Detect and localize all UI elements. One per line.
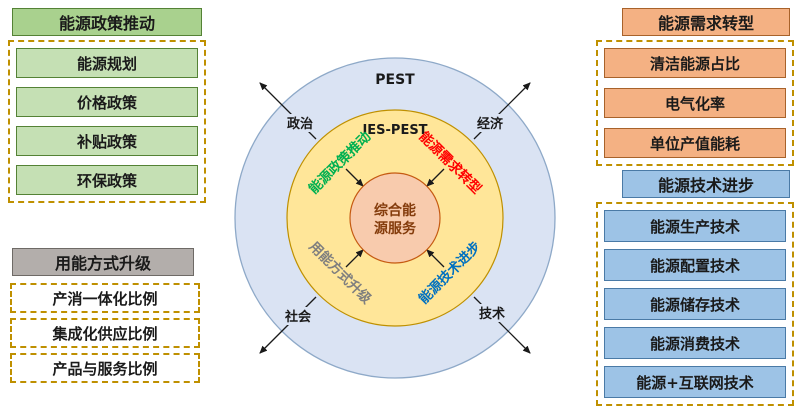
politics-label-bg [281, 114, 319, 132]
list-item: 能源储存技术 [604, 288, 786, 320]
list-item: 单位产值能耗 [604, 128, 786, 158]
tech-group-title: 能源技术进步 [622, 170, 790, 198]
pest-ring-label: PEST [375, 72, 415, 88]
ies-pest-ring-label: IES-PEST [362, 123, 427, 138]
list-item: 电气化率 [604, 88, 786, 118]
demand-group-title: 能源需求转型 [622, 8, 790, 36]
list-item: 产消一体化比例 [10, 283, 200, 313]
center-label-line1: 综合能 [374, 202, 416, 219]
policy-group-title: 能源政策推动 [12, 8, 202, 36]
economy-label-bg [471, 114, 509, 132]
usage-group-title: 用能方式升级 [12, 248, 194, 276]
list-item: 产品与服务比例 [10, 353, 200, 383]
technology-label: 技术 [479, 306, 505, 322]
list-item: 清洁能源占比 [604, 48, 786, 78]
society-label-bg [279, 307, 317, 325]
center-label-line2: 源服务 [374, 220, 417, 237]
demand-group-box: 清洁能源占比 电气化率 单位产值能耗 [596, 40, 794, 166]
technology-label-bg [473, 304, 511, 322]
list-item: 能源消费技术 [604, 327, 786, 359]
list-item: 能源规划 [16, 48, 198, 78]
tech-to-center-arrow [426, 249, 445, 268]
usage-to-center-arrow [345, 249, 364, 268]
list-item: 环保政策 [16, 165, 198, 195]
society-label: 社会 [284, 309, 312, 325]
list-item: 补贴政策 [16, 126, 198, 156]
list-item: 价格政策 [16, 87, 198, 117]
list-item: 能源生产技术 [604, 210, 786, 242]
politics-label: 政治 [287, 116, 313, 132]
economy-label: 经济 [477, 116, 504, 132]
list-item: 能源+互联网技术 [604, 366, 786, 398]
policy-to-center-arrow [345, 168, 364, 187]
list-item: 集成化供应比例 [10, 318, 200, 348]
policy-group-box: 能源规划 价格政策 补贴政策 环保政策 [8, 40, 206, 203]
center-circle [349, 172, 441, 264]
tech-group-box: 能源生产技术 能源配置技术 能源储存技术 能源消费技术 能源+互联网技术 [596, 202, 794, 406]
pest-circle-diagram: 政治 经济 社会 技术 PEST IES-PEST 能源政策推动 能源需求转型 … [234, 57, 556, 379]
list-item: 能源配置技术 [604, 249, 786, 281]
demand-to-center-arrow [426, 168, 445, 187]
